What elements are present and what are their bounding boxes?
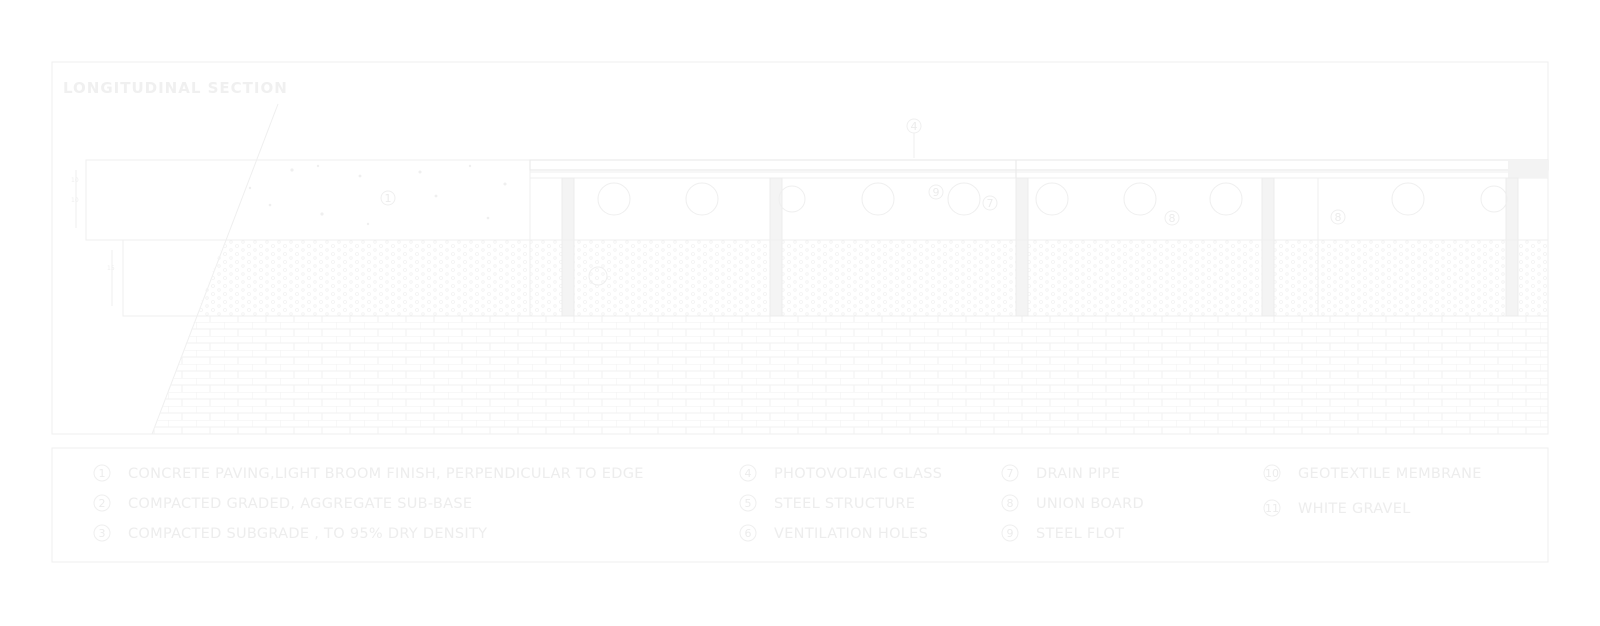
steel-post [1261, 177, 1275, 317]
vent-hole [685, 182, 719, 216]
ventilation-holes [588, 182, 1508, 286]
legend-item-text: STEEL STRUCTURE [774, 496, 915, 512]
callout-7-circle [982, 195, 998, 211]
legend-number: 1 [99, 467, 106, 480]
legend-number-circle [1001, 464, 1019, 482]
vent-hole [778, 185, 806, 213]
subgrade-hatch [152, 316, 1548, 434]
steel-post [561, 177, 575, 317]
cell-dividers [529, 160, 1548, 316]
legend-item-text: VENTILATION HOLES [774, 526, 928, 542]
earth-layers [152, 240, 1548, 434]
legend-number: 5 [745, 497, 752, 510]
vent-hole [947, 182, 981, 216]
steel-post [1505, 177, 1519, 317]
legend-number: 3 [99, 527, 106, 540]
legend-number: 11 [1265, 502, 1279, 515]
legend-frame [51, 447, 1549, 563]
callout-7-label: 7 [987, 197, 994, 210]
vent-hole [597, 182, 631, 216]
vent-hole [1480, 185, 1508, 213]
callout-8b-circle [1330, 209, 1346, 225]
legend-item-text: CONCRETE PAVING,LIGHT BROOM FINISH, PERP… [128, 466, 644, 482]
legend-number: 9 [1007, 527, 1014, 540]
legend-item-text: COMPACTED SUBGRADE , TO 95% DRY DENSITY [128, 526, 487, 542]
vent-hole [1391, 182, 1425, 216]
steel-post [769, 177, 783, 317]
legend-number-circle [1263, 499, 1281, 517]
callout-1-label: 1 [385, 192, 392, 205]
callout-4-label: 4 [911, 120, 918, 133]
subbase-hatch [152, 240, 1548, 316]
legend-number-circle [1263, 464, 1281, 482]
svg-text:15: 15 [107, 265, 115, 272]
callout-4-circle [906, 118, 922, 134]
legend-number: 6 [745, 527, 752, 540]
concrete-aggregate [248, 164, 507, 226]
legend-item-text: DRAIN PIPE [1036, 466, 1120, 482]
legend-number: 2 [99, 497, 106, 510]
legend-number-circle [93, 494, 111, 512]
svg-text:10: 10 [71, 197, 79, 204]
vent-hole [1123, 182, 1157, 216]
pv-edge-cap [1508, 160, 1548, 178]
legend-number-circle [1001, 524, 1019, 542]
legend-item-text: STEEL FLOT [1036, 526, 1124, 542]
legend-number: 4 [745, 467, 752, 480]
section-title: LONGITUDINAL SECTION [63, 79, 288, 97]
callout-9-circle [928, 184, 944, 200]
legend-number: 8 [1007, 497, 1014, 510]
callout-1-circle [380, 190, 396, 206]
legend-number-circle [739, 524, 757, 542]
legend-number-circle [93, 524, 111, 542]
legend-number-circle [1001, 494, 1019, 512]
legend-number: 7 [1007, 467, 1014, 480]
legend-number-circle [739, 494, 757, 512]
vent-hole [861, 182, 895, 216]
legend-item-text: WHITE GRAVEL [1298, 501, 1411, 517]
steel-posts [561, 177, 1519, 317]
callout-8-circle [1164, 210, 1180, 226]
vent-hole [1035, 182, 1069, 216]
callout-8b-label: 8 [1335, 211, 1342, 224]
legend-item-text: GEOTEXTILE MEMBRANE [1298, 466, 1482, 482]
legend-item-text: UNION BOARD [1036, 496, 1144, 512]
pv-glass-panel [529, 159, 1549, 171]
callout-9-label: 9 [933, 186, 940, 199]
legend-number: 10 [1265, 467, 1279, 480]
legend: 1 CONCRETE PAVING,LIGHT BROOM FINISH, PER… [93, 464, 1482, 542]
steel-post [1015, 177, 1029, 317]
vent-hole [1209, 182, 1243, 216]
concrete-slab [85, 159, 531, 241]
legend-number-circle [739, 464, 757, 482]
legend-item-text: PHOTOVOLTAIC GLASS [774, 466, 942, 482]
pv-glass-panel-lower [529, 171, 1549, 179]
svg-text:10: 10 [71, 177, 79, 184]
legend-number-circle [93, 464, 111, 482]
dimension-marks: 10 10 15 [71, 170, 115, 306]
legend-item-text: COMPACTED GRADED, AGGREGATE SUB-BASE [128, 496, 472, 512]
callout-8-label: 8 [1169, 212, 1176, 225]
vent-hole [588, 266, 608, 286]
